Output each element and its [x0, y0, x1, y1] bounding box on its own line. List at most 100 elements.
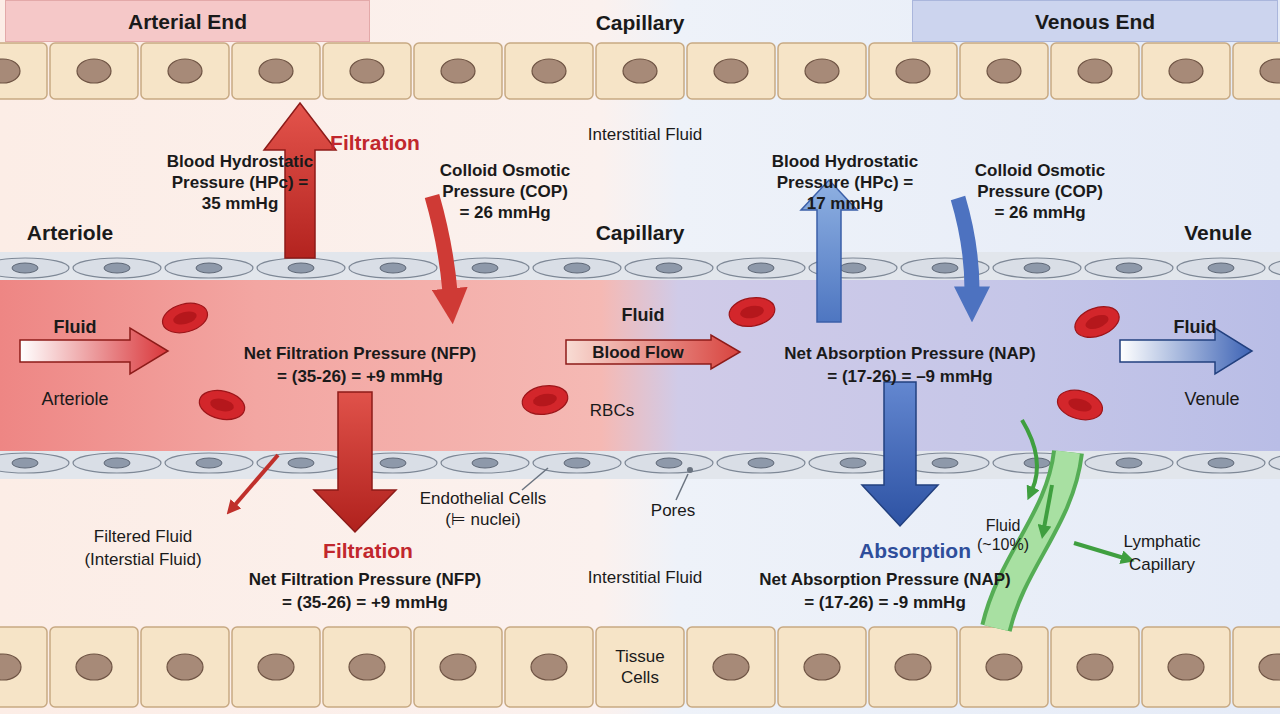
node-content: Tissue Cells — [595, 626, 685, 708]
endothelial-cell — [1177, 453, 1265, 473]
tissue-cell — [1142, 43, 1230, 99]
vessel-label: Arteriole — [41, 388, 108, 410]
red-blood-cell — [159, 299, 211, 338]
vessel-label: Venule — [1184, 220, 1252, 245]
tissue-cell — [960, 627, 1048, 707]
endothelial-cell — [349, 258, 437, 278]
flow-label: Fluid — [622, 304, 665, 326]
part-label: Fluid (~10%) — [974, 516, 1032, 554]
tissue-cell — [687, 43, 775, 99]
osmotic-arrow — [432, 196, 450, 292]
tissue-cell — [778, 43, 866, 99]
tissue-cell — [778, 627, 866, 707]
filtered-fluid-arrow — [234, 455, 278, 506]
endothelial-cell — [73, 453, 161, 473]
region-label: Interstitial Fluid — [588, 124, 702, 145]
red-blood-cell — [1071, 301, 1124, 343]
leader-line — [522, 468, 548, 490]
tissue-cell — [687, 627, 775, 707]
part-label: Pores — [651, 500, 695, 521]
endothelial-cell — [165, 258, 253, 278]
red-blood-cell — [1054, 386, 1106, 425]
red-blood-cell — [197, 387, 248, 424]
part-label: Filtered Fluid (Interstial Fluid) — [81, 525, 206, 571]
osmotic-arrow — [958, 198, 972, 290]
lymph-flow-arrow — [1074, 543, 1124, 558]
tissue-cell-outline — [595, 626, 685, 708]
region-label: Interstitial Fluid — [588, 567, 702, 588]
process-label: Absorption — [859, 538, 971, 563]
tissue-cell — [323, 43, 411, 99]
tissue-cell — [50, 627, 138, 707]
pressure-equation: Net Filtration Pressure (NFP) = (35-26) … — [245, 568, 485, 614]
part-label: RBCs — [590, 400, 634, 421]
vessel-wall — [0, 447, 1280, 479]
endothelial-cell — [1085, 453, 1173, 473]
part-label: Lymphatic Capillary — [1115, 530, 1210, 576]
process-label: Filtration — [323, 538, 413, 563]
process-label: Filtration — [330, 130, 420, 155]
endothelial-cell — [1085, 258, 1173, 278]
endothelial-cell — [73, 258, 161, 278]
pressure-label: Blood Hydrostatic Pressure (HPc) = 35 mm… — [164, 151, 316, 214]
endothelial-cell — [533, 258, 621, 278]
node-text: Blood Flow — [592, 342, 684, 363]
pressure-label: Colloid Osmotic Pressure (COP) = 26 mmHg — [973, 160, 1108, 223]
blood-lumen — [0, 280, 1280, 451]
vessel-label: Capillary — [596, 220, 685, 245]
tissue-cell — [596, 43, 684, 99]
tissue-cell — [1142, 627, 1230, 707]
arrow-shape — [566, 335, 740, 369]
tissue-cell — [323, 627, 411, 707]
endothelial-cell — [625, 258, 713, 278]
endothelial-cell — [441, 453, 529, 473]
tissue-cell: Tissue Cells — [595, 626, 685, 708]
tissue-cell — [1051, 627, 1139, 707]
tissue-cell — [869, 627, 957, 707]
end-band: Arterial End — [5, 0, 370, 42]
section-title: Capillary — [596, 10, 685, 35]
red-blood-cell — [727, 294, 777, 330]
tissue-cell — [50, 43, 138, 99]
filtration-arrow — [314, 392, 396, 532]
tissue-cell — [414, 627, 502, 707]
endothelial-cell — [1177, 258, 1265, 278]
tissue-cell — [505, 43, 593, 99]
endothelial-cell — [625, 453, 713, 473]
flow-arrow: Blood Flow — [565, 334, 741, 370]
end-band: Venous End — [912, 0, 1278, 42]
tissue-cell — [1051, 43, 1139, 99]
red-blood-cell — [520, 382, 570, 418]
endothelial-cell — [257, 258, 345, 278]
pressure-equation: Net Absorption Pressure (NAP) = (17-26) … — [756, 568, 1014, 614]
flow-label: Fluid — [1174, 316, 1217, 338]
tissue-cell — [232, 43, 320, 99]
tissue-cell — [0, 627, 47, 707]
leader-line — [676, 474, 688, 500]
node-content: Arterial End — [6, 1, 369, 41]
lymph-flow-arrow — [1022, 420, 1037, 490]
node-text: Arterial End — [128, 9, 247, 34]
pore-dot — [687, 467, 693, 473]
node-content: Blood Flow — [565, 334, 711, 370]
vessel-label: Venule — [1184, 388, 1239, 410]
tissue-cell — [232, 627, 320, 707]
endothelial-cell — [1269, 258, 1280, 278]
part-label: Endothelial Cells (⊨ nuclei) — [416, 488, 551, 530]
endothelial-cell — [1269, 453, 1280, 473]
pressure-equation: Net Absorption Pressure (NAP) = (17-26) … — [781, 342, 1039, 388]
lymph-flow-arrow — [1044, 485, 1052, 528]
node-text: Tissue Cells — [595, 646, 685, 688]
flow-label: Fluid — [54, 316, 97, 338]
node-text: Venous End — [1035, 9, 1155, 34]
tissue-cell — [505, 627, 593, 707]
vessel-wall — [0, 252, 1280, 284]
pressure-label: Colloid Osmotic Pressure (COP) = 26 mmHg — [438, 160, 573, 223]
pressure-equation: Net Filtration Pressure (NFP) = (35-26) … — [240, 342, 480, 388]
tissue-cell — [141, 43, 229, 99]
node-content: Venous End — [913, 1, 1277, 41]
endothelial-cell — [0, 453, 69, 473]
cell-shape — [596, 627, 684, 707]
